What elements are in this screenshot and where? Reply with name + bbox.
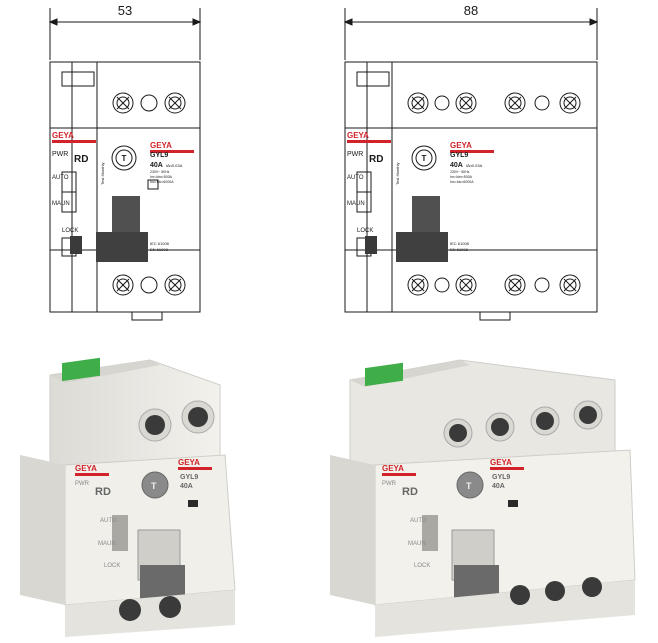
arrow-right-icon xyxy=(589,18,599,26)
pwr-label: PWR xyxy=(347,151,363,158)
auto-label: AUTO xyxy=(52,175,69,181)
rating-label: 40A xyxy=(180,483,193,490)
rd-label: RD xyxy=(74,154,88,165)
brand-logo: GEYA xyxy=(347,131,369,140)
dimension-label: 88 xyxy=(464,3,478,18)
pwr-label: PWR xyxy=(382,481,397,487)
screw-icon xyxy=(188,407,208,427)
auto-label: AUTO xyxy=(347,175,364,181)
green-terminal xyxy=(62,357,100,382)
lock-label: LOCK xyxy=(62,228,78,234)
lock-label: LOCK xyxy=(414,563,430,569)
auto-label: AUTO xyxy=(410,518,427,524)
model-label: GYL9 xyxy=(150,152,168,159)
model-label: GYL9 xyxy=(492,474,510,481)
lock-slider xyxy=(365,236,377,254)
mode-slider xyxy=(112,515,128,551)
rd-label: RD xyxy=(95,486,111,498)
brand-logo: GEYA xyxy=(150,141,172,150)
rating-label: 40A xyxy=(492,483,505,490)
brand-bar xyxy=(52,140,96,143)
body-outline xyxy=(344,61,598,313)
four-pole-photo: GEYA GEYA PWR RD AUTO MAUN LOCK GYL9 40A… xyxy=(330,359,636,637)
maun-label: MAUN xyxy=(98,541,116,547)
top-latch xyxy=(61,71,95,87)
brand-logo: GEYA xyxy=(382,464,404,473)
screw-icon xyxy=(145,415,165,435)
test-button-icon xyxy=(411,145,437,171)
test-button-icon xyxy=(111,145,137,171)
test-letter: T xyxy=(422,154,427,163)
test-button-icon xyxy=(141,471,169,499)
terminal-screw-icon xyxy=(164,92,186,114)
handle xyxy=(412,196,440,236)
rd-label: RD xyxy=(369,154,383,165)
green-terminal xyxy=(365,362,403,387)
pwr-label: PWR xyxy=(52,151,68,158)
two-pole-photo: GEYA GEYA PWR RD AUTO MAUN LOCK GYL9 40A… xyxy=(20,357,236,637)
test-text: Test Monthly xyxy=(395,163,400,185)
test-letter: T xyxy=(122,154,127,163)
sensitivity-label: I∆n0.03A xyxy=(166,163,183,168)
brand-bar xyxy=(347,140,391,143)
terminal-hole xyxy=(140,94,158,112)
arrow-right-icon xyxy=(192,18,202,26)
maun-label: MAUN xyxy=(347,201,365,207)
standard-label: IEC 61008 xyxy=(150,241,170,246)
im-label: Im=Idm=500A xyxy=(450,175,473,179)
handle-base xyxy=(396,232,448,262)
terminal-screw-icon xyxy=(112,92,134,114)
inc-label: Inc=Idc=6000A xyxy=(150,180,174,184)
brand-bar xyxy=(450,150,494,153)
maun-label: MAUN xyxy=(408,541,426,547)
brand-logo: GEYA xyxy=(450,141,472,150)
two-pole-drawing: 53 GEYA GEYA PWR RD AUTO MAUN LOCK T GYL… xyxy=(48,3,202,321)
mode-slider xyxy=(422,515,438,551)
brand-logo: GEYA xyxy=(490,458,512,467)
standard-label: IEC 61008 xyxy=(450,241,470,246)
brand-logo: GEYA xyxy=(52,131,74,140)
maun-label: MAUN xyxy=(52,201,70,207)
test-button-icon xyxy=(456,471,484,499)
rating-label: 40A xyxy=(150,162,163,169)
top-latch xyxy=(356,71,390,87)
arrow-left-icon xyxy=(343,18,353,26)
din-clip xyxy=(479,312,511,321)
standard-label: EN 61008 xyxy=(450,247,469,252)
standard-label: EN 61008 xyxy=(150,247,169,252)
lock-label: LOCK xyxy=(104,563,120,569)
lock-slider xyxy=(70,236,82,254)
sensitivity-label: I∆n0.03A xyxy=(466,163,483,168)
rd-label: RD xyxy=(402,486,418,498)
body-outline xyxy=(49,61,201,313)
terminal-screw-icon xyxy=(164,274,186,296)
pwr-label: PWR xyxy=(75,481,90,487)
brand-logo: GEYA xyxy=(75,464,97,473)
test-letter: T xyxy=(466,481,472,491)
dimension-label: 53 xyxy=(118,3,132,18)
terminal-hole xyxy=(140,276,158,294)
rating-label: 40A xyxy=(450,162,463,169)
inc-label: Inc=Idc=6000A xyxy=(450,180,474,184)
arrow-left-icon xyxy=(48,18,58,26)
din-clip xyxy=(131,312,163,321)
model-label: GYL9 xyxy=(450,152,468,159)
voltage-label: 230V~ 50Hz xyxy=(150,170,170,174)
model-label: GYL9 xyxy=(180,474,198,481)
handle-base xyxy=(96,232,148,262)
lock-label: LOCK xyxy=(357,228,373,234)
handle xyxy=(112,196,140,236)
four-pole-drawing: 88 GEYA GEYA PWR RD AUTO MAUN LOCK T GYL… xyxy=(343,3,599,321)
im-label: Im=Idm=500A xyxy=(150,175,173,179)
voltage-label: 230V~ 50Hz xyxy=(450,170,470,174)
auto-label: AUTO xyxy=(100,518,117,524)
brand-logo: GEYA xyxy=(178,458,200,467)
test-text: Test Monthly xyxy=(100,163,105,185)
terminal-screw-icon xyxy=(112,274,134,296)
test-letter: T xyxy=(151,481,157,491)
brand-bar xyxy=(150,150,194,153)
